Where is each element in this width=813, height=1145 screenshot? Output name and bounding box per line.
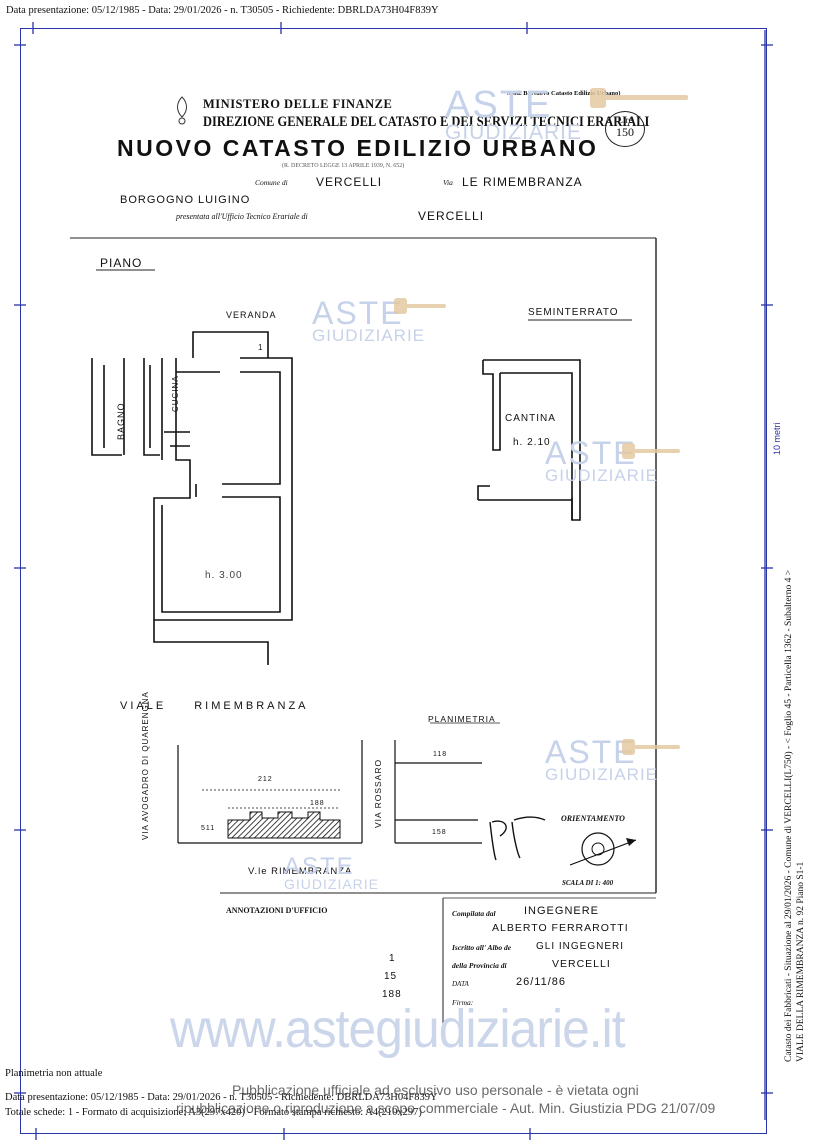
footer-status: Planimetria non attuale [5, 1068, 103, 1079]
stamp-label: Lire [617, 115, 633, 125]
watermark-brand-main: ASTE [312, 295, 404, 331]
veranda-label: VERANDA [226, 310, 277, 320]
albo-value: GLI INGEGNERI [536, 941, 625, 952]
comune-label: Comune di [255, 178, 288, 187]
watermark-brand-main: ASTE [284, 853, 355, 880]
annotation-value-1: 1 [389, 953, 396, 964]
comune-value: VERCELLI [316, 175, 383, 189]
document-title: NUOVO CATASTO EDILIZIO URBANO [117, 135, 599, 161]
veranda-mark: 1 [258, 343, 264, 352]
dimension-188: 188 [310, 800, 325, 807]
annotations-title: ANNOTAZIONI D'UFFICIO [226, 906, 328, 915]
side-info-line-1: Catasto dei Fabbricati - Situazione al 2… [784, 569, 794, 1062]
albo-label: Iscritto all' Albo de [452, 943, 512, 952]
ministry-title: MINISTERO DELLE FINANZE [203, 97, 393, 111]
watermark-url: www.astegiudiziarie.it [170, 999, 626, 1059]
planimetria-title: PLANIMETRIA [428, 714, 496, 724]
watermark-brand-main: ASTE [445, 84, 553, 126]
footer-presentation: Data presentazione: 05/12/1985 - Data: 2… [5, 1092, 438, 1103]
watermark-notice-2: ripubblicazione o riproduzione a scopo c… [176, 1100, 716, 1116]
planimetria-bottom-street: V.le RIMEMBRANZA [248, 866, 353, 877]
date-label: DATA [452, 980, 469, 988]
annotation-value-3: 188 [382, 989, 402, 1000]
watermark-notice-1: Pubblicazione ufficiale ad esclusivo uso… [232, 1082, 639, 1098]
watermark-logo: ASTE GIUDIZIARIE [284, 853, 380, 892]
compiler-name: ALBERTO FERRAROTTI [492, 922, 629, 934]
date-value: 26/11/86 [516, 976, 567, 988]
annotation-value-2: 15 [384, 971, 398, 982]
signature-label: Firma: [452, 998, 474, 1007]
cantina-height: h. 2.10 [513, 437, 551, 448]
watermark-brand-sub: GIUDIZIARIE [445, 121, 583, 144]
dimension-212: 212 [258, 776, 273, 783]
cantina-label: CANTINA [505, 413, 556, 424]
via-label: Via [443, 178, 453, 187]
watermark-brand-sub: GIUDIZIARIE [545, 466, 659, 485]
watermark-brand-main: ASTE [545, 734, 637, 770]
orientation-label: ORIENTAMENTO [561, 814, 625, 823]
watermark-brand-sub: GIUDIZIARIE [312, 326, 426, 345]
via-value: LE RIMEMBRANZA [462, 175, 583, 189]
compiler-title: INGEGNERE [524, 905, 600, 917]
floor-label: PIANO [100, 256, 143, 270]
seminterrato-label: SEMINTERRATO [528, 307, 619, 318]
stamp-value: 150 [616, 125, 634, 139]
province-value: VERCELLI [552, 958, 611, 970]
watermark-logo: ASTE GIUDIZIARIE [445, 86, 582, 143]
watermark-brand-sub: GIUDIZIARIE [284, 876, 380, 892]
model-label: Mod. B (Nuovo Catasto Edilizio Urbano) [507, 90, 621, 97]
watermark-logo: ASTE GIUDIZIARIE [312, 297, 425, 344]
watermark-logo: ASTE GIUDIZIARIE [545, 437, 658, 484]
side-info-line-2: VIALE DELLA RIMEMBRANZA n. 92 Piano S1-1 [796, 861, 806, 1062]
owner-value: BORGOGNO LUIGINO [120, 194, 251, 206]
header-info-line: Data presentazione: 05/12/1985 - Data: 2… [6, 5, 439, 16]
dimension-511: 511 [201, 825, 216, 832]
province-label: della Provincia di [452, 961, 507, 970]
office-label: presentata all'Ufficio Tecnico Erariale … [176, 212, 308, 221]
dimension-158: 158 [432, 829, 447, 836]
emblem-icon [172, 95, 192, 127]
dimension-118: 118 [433, 751, 448, 758]
street-label: VIALE RIMEMBRANZA [120, 700, 309, 712]
watermark-brand-main: ASTE [545, 435, 637, 471]
office-value: VERCELLI [418, 209, 485, 223]
watermark-logo: ASTE GIUDIZIARIE [545, 736, 658, 783]
direction-title: DIREZIONE GENERALE DEL CATASTO E DEI SER… [203, 114, 650, 130]
page-frame [20, 28, 767, 1134]
law-reference: (R. DECRETO LEGGE 13 APRILE 1939, N. 652… [282, 163, 405, 169]
scale-label: SCALA DI 1: 400 [562, 879, 614, 887]
room-height: h. 3.00 [205, 570, 243, 581]
scale-bar-label: 10 metri [772, 422, 782, 455]
stamp-badge: Lire 150 [605, 111, 645, 147]
footer-format: Totale schede: 1 - Formato di acquisizio… [5, 1107, 422, 1118]
compiler-label: Compilata dal [452, 909, 496, 918]
watermark-brand-sub: GIUDIZIARIE [545, 765, 659, 784]
